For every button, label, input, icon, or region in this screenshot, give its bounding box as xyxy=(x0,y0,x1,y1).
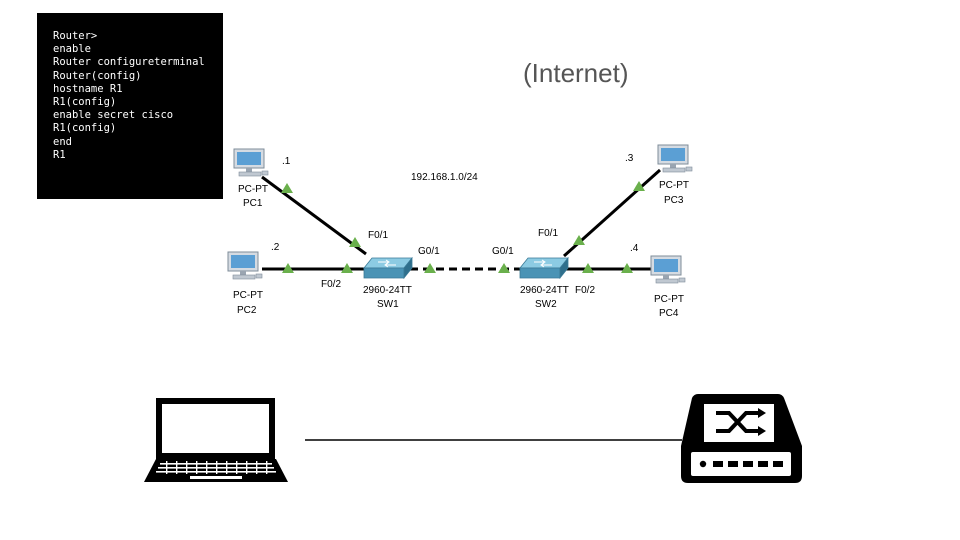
pc3-name: PC3 xyxy=(664,195,684,206)
pc4-host: .4 xyxy=(630,243,639,254)
port-label: F0/2 xyxy=(321,279,341,290)
link-light xyxy=(341,263,353,273)
pc4-name: PC4 xyxy=(659,308,679,319)
pc2-type: PC-PT xyxy=(233,290,263,301)
port-label: F0/1 xyxy=(368,230,388,241)
terminal-line: Router> xyxy=(53,30,98,42)
pc1-type: PC-PT xyxy=(238,184,268,195)
pc-icon[interactable] xyxy=(650,255,686,284)
cable-pc1-sw1 xyxy=(261,175,367,256)
sw2-model: 2960-24TT xyxy=(520,285,569,296)
sw2-name: SW2 xyxy=(535,299,557,310)
port-label: F0/1 xyxy=(538,228,558,239)
link-light xyxy=(424,263,436,273)
terminal-line: R1(config) xyxy=(53,96,117,109)
internet-label: (Internet) xyxy=(523,58,629,88)
pc2-name: PC2 xyxy=(237,305,257,316)
pc4-type: PC-PT xyxy=(654,294,684,305)
port-label: G0/1 xyxy=(418,246,440,257)
link-light xyxy=(621,263,633,273)
pc2-host: .2 xyxy=(271,242,280,253)
link-light xyxy=(282,263,294,273)
terminal-line: enable secret cisco xyxy=(53,109,174,122)
terminal-line: R1 xyxy=(53,148,66,161)
laptop-icon[interactable] xyxy=(144,398,288,482)
pc1-host: .1 xyxy=(282,156,291,167)
pc1-name: PC1 xyxy=(243,198,263,209)
terminal-line: Router(config) xyxy=(53,69,142,82)
terminal-window: Router> enable Router configureterminal … xyxy=(37,13,223,199)
pc3-type: PC-PT xyxy=(659,180,689,191)
link-light xyxy=(281,183,293,193)
pc-icon[interactable] xyxy=(233,148,269,177)
pc-icon[interactable] xyxy=(657,144,693,173)
pc3-host: .3 xyxy=(625,153,634,164)
terminal-line: Router configureterminal xyxy=(53,56,205,69)
pc-icon[interactable] xyxy=(227,251,263,280)
terminal-line: hostname R1 xyxy=(53,82,123,95)
port-label: F0/2 xyxy=(575,285,595,296)
port-label: G0/1 xyxy=(492,246,514,257)
network-switch-icon[interactable] xyxy=(519,257,569,279)
network-switch-icon[interactable] xyxy=(363,257,413,279)
network-address: 192.168.1.0/24 xyxy=(411,172,478,183)
terminal-line: R1(config) xyxy=(53,122,117,135)
sw1-name: SW1 xyxy=(377,299,399,310)
link-light xyxy=(498,263,510,273)
terminal-line: enable xyxy=(53,43,91,56)
network-switch-icon[interactable] xyxy=(681,394,802,483)
link-light xyxy=(573,235,585,245)
sw1-model: 2960-24TT xyxy=(363,285,412,296)
link-light xyxy=(349,237,361,247)
terminal-line: end xyxy=(53,135,72,148)
link-light xyxy=(633,181,645,191)
link-light xyxy=(582,263,594,273)
